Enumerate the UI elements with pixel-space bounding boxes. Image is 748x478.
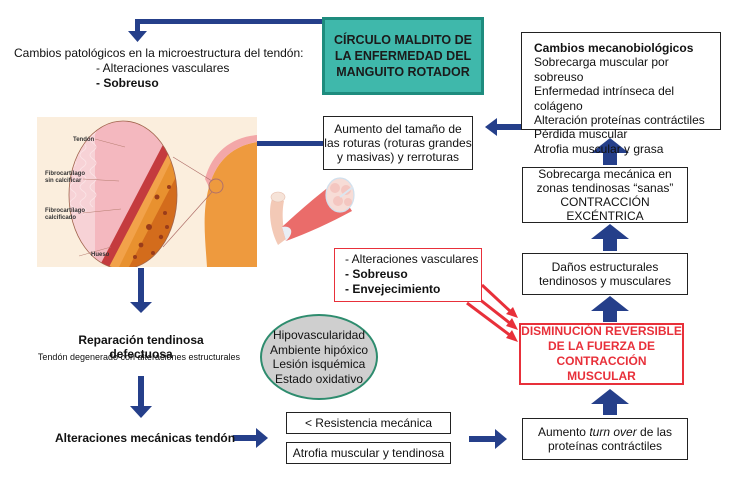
muscle-tendon-atrophy-box: Atrofia muscular y tendinosa xyxy=(286,442,451,464)
overload-line: CONTRACCIÓN EXCÉNTRICA xyxy=(560,195,650,223)
arrow-down-illustration-to-repair xyxy=(130,268,152,313)
damage-line: Daños estructurales xyxy=(551,260,659,274)
repair-heading: Reparación tendinosa defectuosa xyxy=(78,333,204,361)
title-box: CÍRCULO MALDITO DE LA ENFERMEDAD DEL MAN… xyxy=(322,17,484,95)
arrow-up-damage-to-overload xyxy=(591,224,629,251)
mechanobiological-item: Alteración proteínas contráctiles xyxy=(534,113,705,128)
risk-item-aging: - Envejecimiento xyxy=(345,282,441,296)
turnover-prefix: Aumento xyxy=(537,425,590,439)
mechanobiological-item: Enfermedad intrínseca del colágeno xyxy=(534,84,675,113)
mechanical-overload-box: Sobrecarga mecánica en zonas tendinosas … xyxy=(522,167,688,223)
tear-line: Aumento del tamaño de xyxy=(334,122,462,136)
tear-line: las roturas (roturas grandes xyxy=(324,136,472,150)
muscle-fiber-illustration xyxy=(270,177,355,245)
reversible-strength-decrease-box: DISMINUCIÓN REVERSIBLE DE LA FUERZA DE C… xyxy=(519,323,684,385)
label-line: Fibrocartílago xyxy=(45,208,86,214)
structural-damage-box: Daños estructurales tendinosos y muscula… xyxy=(522,253,688,295)
label-fibrocartilage-calcified: Fibrocartílago calcificado xyxy=(45,208,85,222)
label-bone: Hueso xyxy=(91,252,110,258)
mechanobiological-box: Cambios mecanobiológicos Sobrecarga musc… xyxy=(521,32,721,156)
ellipse-line: Hipovascularidad xyxy=(272,328,366,342)
arrow-right-boxes-to-turnover xyxy=(469,429,507,449)
tendon-insertion-drawing xyxy=(37,117,257,267)
reversible-line: CONTRACCIÓN MUSCULAR xyxy=(556,354,647,383)
turnover-box: Aumento turn over de las proteínas contr… xyxy=(522,418,688,460)
label-line: calcificado xyxy=(45,215,77,221)
mechanobiological-item: Sobrecarga muscular por sobreuso xyxy=(534,55,669,84)
ellipse-line: Ambiente hipóxico xyxy=(269,342,369,357)
label-line: sin calcificar xyxy=(45,178,82,184)
title-line-2: LA ENFERMEDAD DEL xyxy=(334,49,472,63)
ellipse-line: Estado oxidativo xyxy=(274,371,364,386)
tendon-insertion-illustration: Tendón Fibrocartílago sin calcificar Fib… xyxy=(37,117,257,267)
pathological-heading: Cambios patológicos en la microestructur… xyxy=(14,46,304,60)
label-line: Fibrocartílago xyxy=(45,171,86,177)
risk-item-vascular: - Alteraciones vasculares xyxy=(345,252,479,266)
risk-factors-box: - Alteraciones vasculares - Sobreuso - E… xyxy=(334,248,482,302)
arrow-mechanobio-to-tear xyxy=(485,118,521,136)
turnover-line-1: Aumento turn over de las xyxy=(538,425,672,439)
mechanobiological-heading: Cambios mecanobiológicos xyxy=(534,41,694,55)
arrow-up-reversible-to-damage xyxy=(591,296,629,322)
arrow-up-overload-to-mechanobio xyxy=(591,138,629,165)
mechanobiological-item: Pérdida muscular xyxy=(534,127,628,142)
tear-line: y masivas) y rerroturas xyxy=(336,150,460,164)
reversible-line: DISMINUCIÓN REVERSIBLE xyxy=(521,324,682,338)
mechanobiological-item: Atrofia muscular y grasa xyxy=(534,141,664,156)
pathological-item-overuse: - Sobreuso xyxy=(96,76,159,90)
title-line-1: CÍRCULO MALDITO DE xyxy=(334,33,472,47)
label-fibrocartilage-uncalcified: Fibrocartílago sin calcificar xyxy=(45,171,85,185)
repair-subheading: Tendón degenerado con alteraciones estru… xyxy=(37,352,241,362)
connector-illustration-to-tear xyxy=(257,141,323,146)
turnover-suffix: de las xyxy=(636,425,673,439)
arrow-right-mechanical-to-boxes xyxy=(233,428,268,448)
ellipse-line: Lesión isquémica xyxy=(272,357,366,371)
pathological-item-vascular: - Alteraciones vasculares xyxy=(96,61,230,75)
tear-size-box: Aumento del tamaño de las roturas (rotur… xyxy=(323,116,473,170)
overload-line: zonas tendinosas “sanas” xyxy=(536,181,674,195)
arrow-title-to-pathological xyxy=(128,19,322,42)
mechanical-resistance-box: < Resistencia mecánica xyxy=(286,412,451,434)
damage-line: tendinosos y musculares xyxy=(538,274,672,288)
arrow-up-turnover-to-reversible xyxy=(591,389,629,415)
risk-item-overuse: - Sobreuso xyxy=(345,267,408,281)
turnover-line-2: proteínas contráctiles xyxy=(547,439,663,453)
mechanical-alterations-label: Alteraciones mecánicas tendón xyxy=(55,431,236,445)
turnover-italic: turn over xyxy=(589,425,637,439)
arrow-down-repair-to-mechanical xyxy=(130,376,152,418)
reversible-line: DE LA FUERZA DE xyxy=(547,339,656,353)
overload-line: Sobrecarga mecánica en xyxy=(538,167,672,181)
title-line-3: MANGUITO ROTADOR xyxy=(336,65,470,79)
label-tendon: Tendón xyxy=(73,137,95,143)
ischemia-factors-ellipse: Hipovascularidad Ambiente hipóxico Lesió… xyxy=(260,314,378,400)
